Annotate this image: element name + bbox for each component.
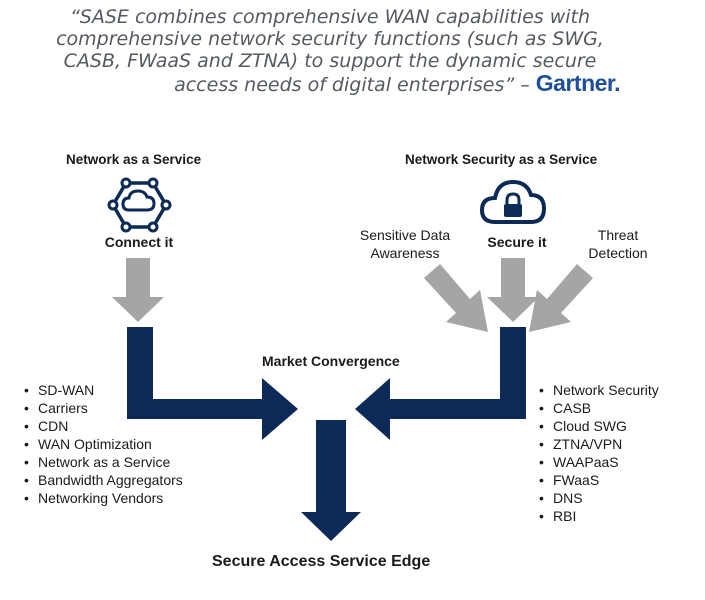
connect-it-label: Connect it — [104, 234, 174, 250]
list-item: CDN — [24, 417, 183, 435]
list-item: Carriers — [24, 399, 183, 417]
network-node-dots — [107, 177, 172, 233]
list-item: SD-WAN — [24, 381, 183, 399]
quote-line-4: access needs of digital enterprises” – — [174, 74, 530, 96]
list-item: Networking Vendors — [24, 489, 183, 507]
list-item: FWaaS — [539, 471, 659, 489]
sase-label: Secure Access Service Edge — [212, 553, 431, 570]
gartner-logo-text: Gartner — [535, 70, 615, 96]
list-item: ZTNA/VPN — [539, 435, 659, 453]
nsaas-heading: Network Security as a Service — [405, 152, 598, 167]
sase-down-arrow — [301, 420, 361, 541]
naas-vendor-list: SD-WAN Carriers CDN WAN Optimization Net… — [24, 381, 183, 507]
list-item: Cloud SWG — [539, 417, 659, 435]
data-awareness-arrow — [424, 264, 488, 332]
market-convergence-label: Market Convergence — [262, 353, 400, 369]
cloud-lock-icon — [479, 179, 547, 224]
quote-line-1: “SASE combines comprehensive WAN capabil… — [69, 6, 591, 28]
list-item: CASB — [539, 399, 659, 417]
gartner-logo: Gartner. — [535, 70, 621, 96]
threat-detection-label: Threat Detection — [588, 227, 648, 261]
threat-detection-arrow — [529, 264, 593, 332]
secure-arrow — [487, 258, 539, 322]
list-item: RBI — [539, 507, 659, 525]
connect-arrow — [112, 258, 164, 322]
list-item: Network as a Service — [24, 453, 183, 471]
nsaas-vendor-list: Network Security CASB Cloud SWG ZTNA/VPN… — [539, 381, 659, 525]
gartner-quote: “SASE combines comprehensive WAN capabil… — [30, 6, 630, 96]
network-hexagon-cloud-icon — [110, 181, 169, 229]
naas-heading: Network as a Service — [66, 152, 202, 167]
list-item: WAAPaaS — [539, 453, 659, 471]
nsaas-convergence-arrow — [355, 327, 526, 440]
list-item: Bandwidth Aggregators — [24, 471, 183, 489]
quote-line-2: comprehensive network security functions… — [56, 28, 604, 50]
list-item: Network Security — [539, 381, 659, 399]
list-item: WAN Optimization — [24, 435, 183, 453]
sensitive-data-awareness-label: Sensitive Data Awareness — [359, 227, 451, 261]
quote-line-3: CASB, FWaaS and ZTNA) to support the dyn… — [63, 50, 597, 72]
quote-line-4-wrap: access needs of digital enterprises” – G… — [30, 70, 630, 97]
list-item: DNS — [539, 489, 659, 507]
gartner-logo-dot: . — [614, 70, 620, 96]
secure-it-label: Secure it — [487, 234, 547, 250]
